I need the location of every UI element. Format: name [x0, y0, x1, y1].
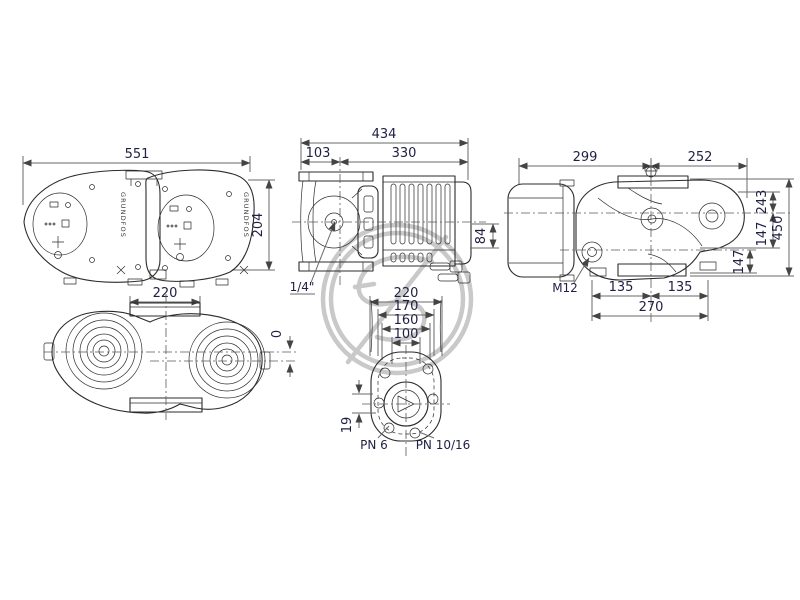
- screw-icon: [89, 257, 95, 263]
- button-icon: [54, 251, 62, 259]
- bolt-hole: [383, 422, 395, 434]
- rating-label-pn1016: PN 10/16: [416, 438, 471, 452]
- view-volute-top: 220 0: [43, 286, 298, 420]
- volute-rings-left: [65, 312, 143, 390]
- screw-icon: [226, 191, 232, 197]
- button-dots-icon: [166, 221, 192, 230]
- dim-label-103: 103: [306, 146, 331, 161]
- dim-label-135-right: 135: [668, 280, 693, 295]
- screw-icon: [162, 186, 168, 192]
- view-front: 299 252: [504, 150, 794, 322]
- rating-label-pn6: PN 6: [360, 438, 388, 452]
- screw-icon: [162, 265, 168, 271]
- dim-label-147-lower: 147: [732, 250, 747, 275]
- dim-label-243: 243: [755, 190, 770, 215]
- flange-bottom: [298, 261, 374, 272]
- dim-label-flange-170: 170: [394, 299, 419, 314]
- view-flange: 220 170 160 100 19 PN 6: [340, 286, 470, 456]
- pipe-connection: [63, 170, 229, 288]
- button-icon: [176, 253, 184, 261]
- flange-top: [617, 175, 689, 189]
- foot: [63, 277, 77, 285]
- control-box-fins: [382, 175, 472, 267]
- button-dots-icon: [44, 219, 70, 228]
- screw-icon: [89, 184, 95, 190]
- view-top: 551 204 GRUNDFOS: [22, 147, 275, 288]
- dim-label-147-upper: 147: [755, 222, 770, 247]
- twin-volute-body: [575, 165, 745, 281]
- dim-label-84: 84: [474, 228, 489, 245]
- screw-icon: [135, 264, 141, 270]
- port-nub: [43, 342, 55, 361]
- brand-wordmark: GRUNDFOS: [119, 192, 127, 238]
- dim-label-19: 19: [340, 417, 355, 434]
- foot: [699, 261, 717, 271]
- foot: [127, 278, 143, 286]
- dim-label-252: 252: [688, 150, 713, 165]
- screw-icon: [186, 206, 192, 212]
- foot: [215, 278, 229, 286]
- screw-icon: [65, 202, 71, 208]
- screw-icon: [135, 181, 141, 187]
- dim-label-135-left: 135: [609, 280, 634, 295]
- bolt-hole-m12: [581, 241, 603, 263]
- plus-icon: [174, 238, 186, 250]
- volute-rings-right: [188, 321, 266, 399]
- foot: [179, 280, 195, 288]
- bolt-hole: [422, 363, 434, 375]
- flange-bottom: [617, 263, 687, 277]
- dim-label-434: 434: [372, 127, 397, 142]
- bolt-label-m12: M12: [552, 281, 578, 295]
- end-cap: [454, 181, 472, 265]
- cable-glands: [429, 260, 471, 284]
- motor-housing: [507, 179, 575, 282]
- foot: [589, 267, 607, 277]
- flange-top: [298, 171, 374, 182]
- dim-label-551: 551: [125, 147, 150, 162]
- dim-label-flange-220: 220: [394, 286, 419, 301]
- dim-label-0: 0: [270, 330, 285, 338]
- dim-label-204: 204: [251, 213, 266, 238]
- dim-label-flange-100: 100: [394, 327, 419, 342]
- dim-label-450: 450: [771, 216, 786, 241]
- pump-head-right: GRUNDFOS: [145, 169, 255, 282]
- dim-label-270: 270: [639, 300, 664, 315]
- plug-label-quarter-inch: 1/4": [290, 280, 315, 294]
- dim-label-299: 299: [573, 150, 598, 165]
- dim-label-220-flange: 220: [153, 286, 178, 301]
- dim-label-flange-160: 160: [394, 313, 419, 328]
- pump-axis-boss: [698, 202, 726, 230]
- view-side: 434 103 330: [290, 127, 499, 295]
- brand-wordmark: GRUNDFOS: [242, 192, 250, 238]
- pump-head-left: GRUNDFOS: [23, 169, 161, 283]
- display-icon: [169, 205, 179, 212]
- grundfos-logo-mark: [116, 265, 126, 275]
- flange-top: [129, 302, 201, 317]
- plus-icon: [52, 236, 64, 248]
- screw-icon: [225, 255, 231, 261]
- display-icon: [49, 201, 59, 208]
- bolt-hole: [379, 367, 391, 379]
- grundfos-logo-mark: [239, 265, 249, 275]
- dim-label-330: 330: [392, 146, 417, 161]
- bolt-hole: [427, 393, 439, 405]
- bolt-hole: [373, 397, 385, 409]
- bolt-hole: [409, 427, 421, 439]
